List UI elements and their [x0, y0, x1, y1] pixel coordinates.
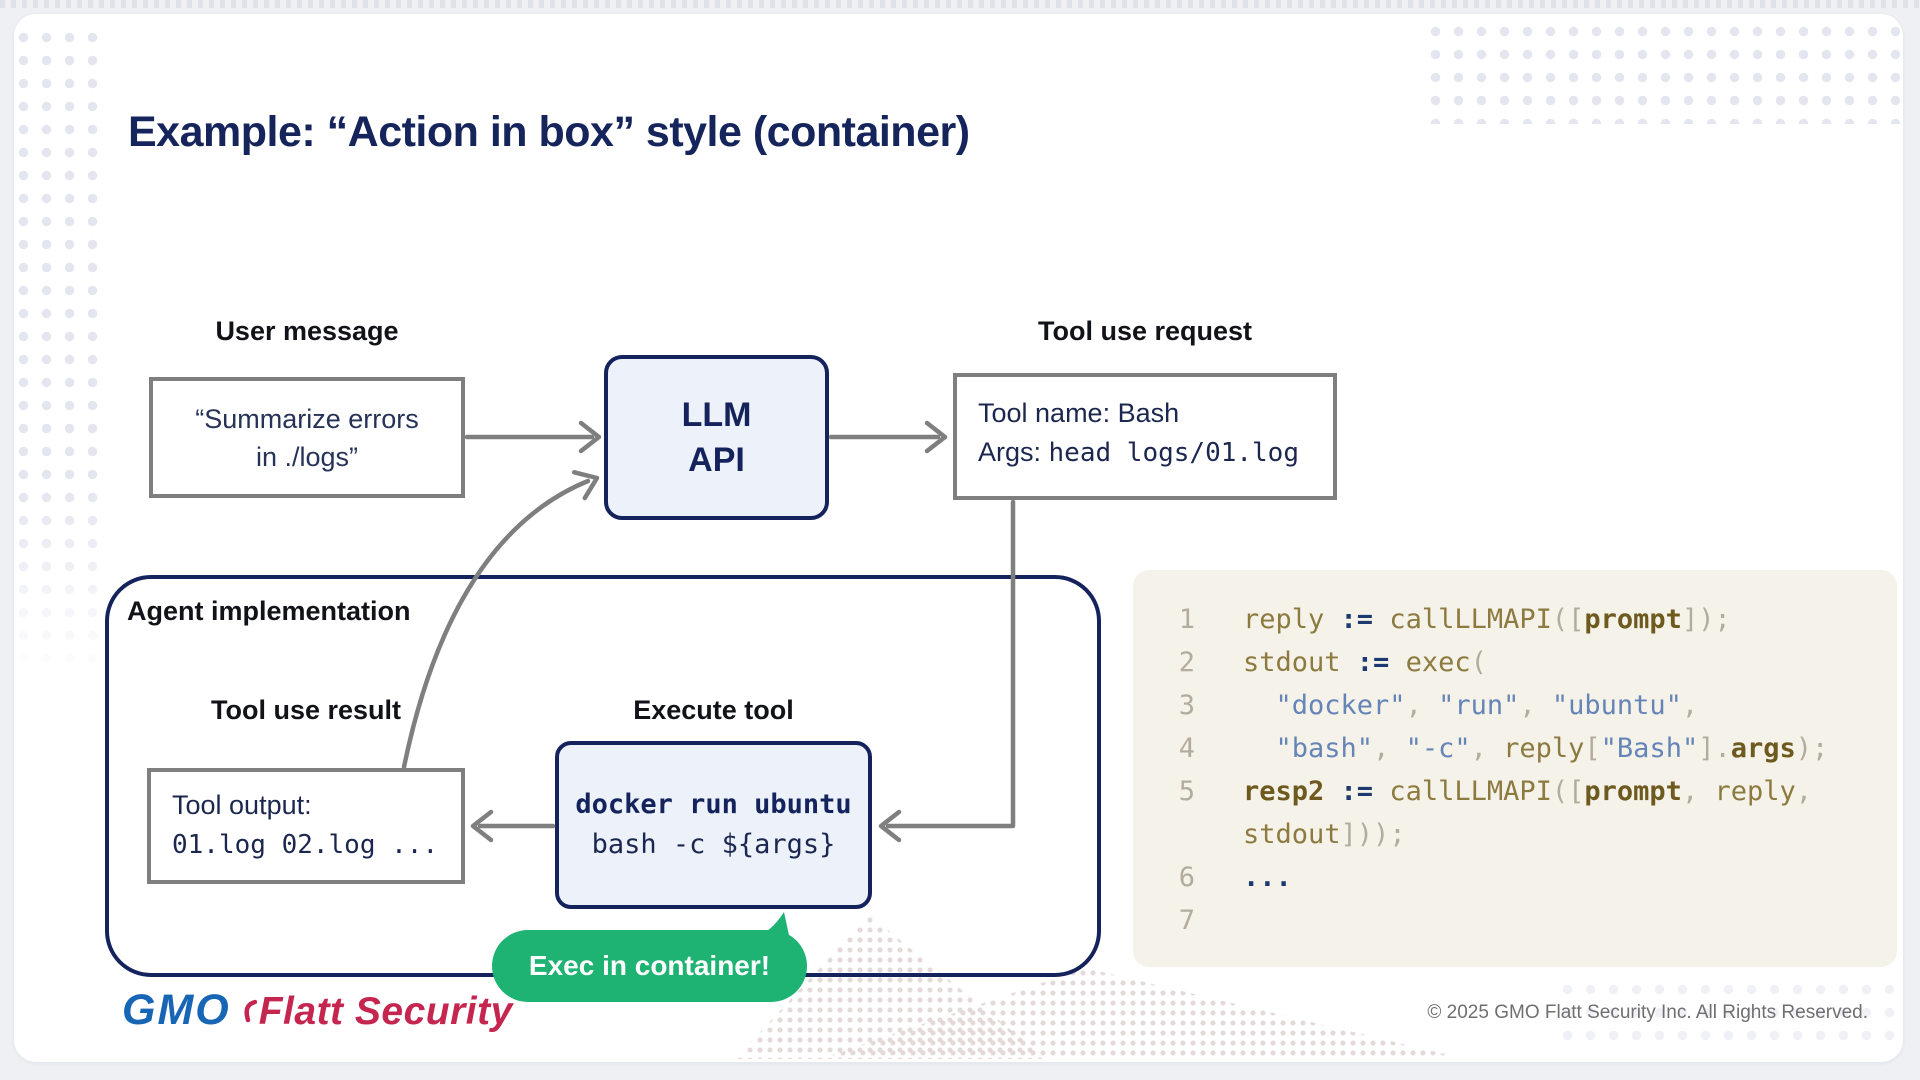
copyright-text: © 2025 GMO Flatt Security Inc. All Right… — [1427, 1002, 1868, 1023]
code-token: := — [1340, 776, 1390, 807]
tool-output-code: 01.log 02.log ... — [172, 830, 439, 860]
code-token: args — [1730, 733, 1796, 764]
code-token: callLLMAPI — [1389, 604, 1552, 635]
code-token: reply — [1243, 604, 1341, 635]
code-token: "Bash" — [1600, 733, 1699, 764]
code-token: "bash" — [1275, 733, 1374, 764]
agent-implementation-label: Agent implementation — [127, 596, 411, 626]
code-token: reply — [1503, 733, 1585, 764]
code-line-number: 6 — [1178, 862, 1195, 893]
code-token: stdout — [1243, 647, 1357, 678]
code-line-number: 4 — [1178, 733, 1195, 764]
tool-name-text: Tool name: Bash — [978, 398, 1180, 428]
code-token: "-c" — [1405, 733, 1471, 764]
code-token: ... — [1243, 862, 1292, 893]
code-line-content: stdout := exec( — [1195, 647, 1487, 678]
code-token — [1243, 733, 1276, 764]
execute-tool-label: Execute tool — [633, 695, 794, 725]
llm-api-line2: API — [688, 440, 745, 479]
tool-args-prefix: Args: — [978, 437, 1049, 467]
callout-text: Exec in container! — [528, 950, 771, 981]
dot-grid-top-left — [12, 26, 106, 682]
top-dotted-strip — [0, 0, 1920, 8]
execute-tool-box: docker run ubuntu bash -c ${args} — [555, 741, 872, 909]
company-logo: GMO Flatt Security — [122, 986, 513, 1035]
code-token: "docker" — [1275, 690, 1406, 721]
user-message-text: “Summarize errors in ./logs” — [195, 403, 419, 472]
code-token: resp2 — [1243, 776, 1341, 807]
flatt-logo-label: Flatt Security — [258, 990, 513, 1033]
code-token: callLLMAPI — [1389, 776, 1552, 807]
tool-output-line1: Tool output: — [172, 790, 312, 820]
code-token: ]); — [1681, 604, 1731, 635]
tool-use-request-box: Tool name: Bash Args: head logs/01.log — [953, 373, 1337, 500]
tool-args-code: head logs/01.log — [1048, 438, 1299, 468]
llm-api-line1: LLM — [681, 395, 752, 434]
flatt-security-logo-text: Flatt Security — [241, 990, 513, 1034]
code-token: stdout — [1243, 819, 1341, 850]
code-line: 6... — [1133, 856, 1897, 899]
dot-grid-bottom-right — [1556, 978, 1908, 1052]
code-token: prompt — [1584, 604, 1682, 635]
tool-args-text: Args: head logs/01.log — [978, 433, 1333, 473]
tool-use-request-label: Tool use request — [1037, 316, 1253, 346]
code-token: , — [1405, 690, 1439, 721]
code-token: ]. — [1698, 733, 1731, 764]
code-token: prompt — [1584, 776, 1682, 807]
code-token: "run" — [1438, 690, 1520, 721]
tool-output-box: Tool output: 01.log 02.log ... — [147, 768, 465, 884]
tool-use-result-label: Tool use result — [210, 695, 402, 725]
code-token: reply — [1714, 776, 1796, 807]
callout-pill: Exec in container! — [492, 930, 807, 1002]
code-token: , — [1470, 733, 1504, 764]
code-line-content: ... — [1195, 862, 1292, 893]
code-token: ([ — [1551, 776, 1585, 807]
code-token: , — [1519, 690, 1552, 721]
code-token: [ — [1584, 733, 1601, 764]
code-line-content: reply := callLLMAPI([prompt]); — [1195, 604, 1731, 635]
code-line-number: 2 — [1178, 647, 1195, 678]
llm-api-box: LLM API — [604, 355, 829, 520]
code-line-number: 3 — [1178, 690, 1195, 721]
code-line-number: 1 — [1178, 604, 1195, 635]
code-token: , — [1373, 733, 1406, 764]
code-token: , — [1795, 776, 1813, 807]
dot-grid-top-right — [1424, 20, 1902, 124]
flatt-hook-icon — [244, 999, 257, 1023]
user-message-label: User message — [215, 316, 399, 346]
code-line-content: resp2 := callLLMAPI([prompt, reply, — [1195, 776, 1812, 807]
code-line: 4 "bash", "-c", reply["Bash"].args); — [1133, 727, 1897, 770]
code-line-content: stdout])); — [1195, 819, 1406, 850]
code-token: ])); — [1340, 819, 1406, 850]
code-token: ([ — [1551, 604, 1585, 635]
code-token: "ubuntu" — [1551, 690, 1682, 721]
code-token: , — [1681, 690, 1699, 721]
code-line-number: 7 — [1178, 905, 1195, 936]
user-message-box: “Summarize errors in ./logs” — [149, 377, 465, 498]
code-token: ( — [1470, 647, 1487, 678]
code-token: ); — [1795, 733, 1829, 764]
code-token: := — [1356, 647, 1406, 678]
code-token: , — [1681, 776, 1715, 807]
code-token — [1243, 690, 1276, 721]
code-line: stdout])); — [1133, 813, 1897, 856]
code-token: exec — [1405, 647, 1471, 678]
code-token: := — [1340, 604, 1390, 635]
execute-tool-code-line2: bash -c ${args} — [591, 829, 836, 860]
page-title: Example: “Action in box” style (containe… — [128, 108, 970, 156]
code-line-content: "docker", "run", "ubuntu", — [1195, 690, 1699, 721]
execute-tool-code-line1: docker run ubuntu — [575, 789, 852, 820]
code-line: 7 — [1133, 899, 1897, 942]
code-line-number: 5 — [1178, 776, 1195, 807]
code-line-content: "bash", "-c", reply["Bash"].args); — [1195, 733, 1829, 764]
gmo-logo-text: GMO — [122, 986, 231, 1034]
code-line: 3 "docker", "run", "ubuntu", — [1133, 684, 1897, 727]
